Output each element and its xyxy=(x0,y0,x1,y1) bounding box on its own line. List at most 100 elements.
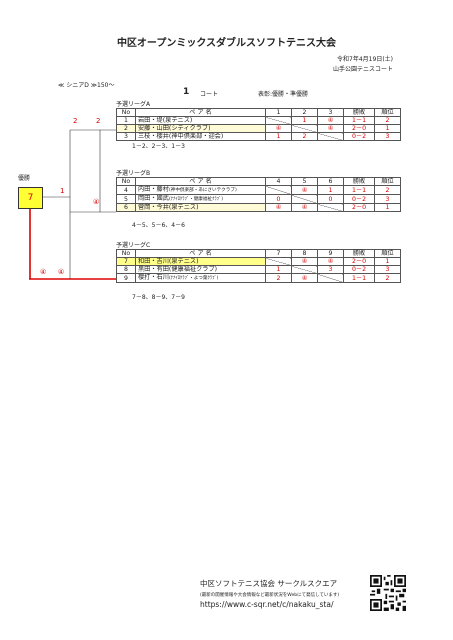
league-c-match-order: 7－8、8－9、7－9 xyxy=(132,294,185,301)
header-col: 5 xyxy=(291,177,318,186)
header-wl: 勝敗 xyxy=(343,177,375,186)
row-no: 6 xyxy=(116,203,136,212)
pair-name: 菅岡・今井(泉テニス) xyxy=(135,203,266,212)
header-rank: 順位 xyxy=(374,108,401,117)
table-row: 1 岩田・堤(泉テニス) 1 ④ 1－1 2 xyxy=(116,116,401,125)
rank: 2 xyxy=(374,185,401,195)
win-loss: 0－2 xyxy=(343,132,375,141)
pair-name: 安藤・山田(シティクラブ) xyxy=(135,124,266,133)
row-no: 9 xyxy=(116,273,136,283)
row-no: 5 xyxy=(116,194,136,204)
pair-name-main: 櫻打・石川 xyxy=(138,274,169,281)
header-col: 3 xyxy=(317,108,344,117)
footer-url[interactable]: https://www.c-sqr.net/c/nakaku_sta/ xyxy=(200,600,334,609)
pair-club: (ﾅﾅｲﾛｸﾗﾌﾞ・よつ葉ｸﾗﾌﾞ) xyxy=(168,276,219,281)
qr-code-icon[interactable] xyxy=(370,575,406,611)
result-cell xyxy=(265,257,292,266)
table-row: 8 黒田・有田(健康福祉クラブ) 1 3 0－2 3 xyxy=(116,265,401,274)
result-cell: ④ xyxy=(291,185,318,195)
league-a-title: 予選リーグA xyxy=(116,101,151,108)
rank: 1 xyxy=(374,203,401,212)
result-cell: 2 xyxy=(291,132,318,141)
win-loss: 1－1 xyxy=(343,273,375,283)
winner-box: 7 xyxy=(18,187,43,209)
pair-name: 黒田・有田(健康福祉クラブ) xyxy=(135,265,266,274)
result-cell: 0 xyxy=(317,194,344,204)
win-loss: 2－0 xyxy=(343,203,375,212)
result-cell: 2 xyxy=(265,273,292,283)
pair-name: 三枝・櫻井(神中倶楽部・迎会) xyxy=(135,132,266,141)
header-col: 4 xyxy=(265,177,292,186)
bracket-b-right: ④ xyxy=(93,198,100,206)
header-pair: ペ ア 名 xyxy=(135,249,266,258)
league-header-row: No ペ ア 名 7 8 9 勝敗 順位 xyxy=(116,249,401,258)
pair-name: 岩田・堤(泉テニス) xyxy=(135,116,266,125)
table-row: 6 菅岡・今井(泉テニス) ④ ④ 2－0 1 xyxy=(116,203,401,212)
header-col: 1 xyxy=(265,108,292,117)
win-loss: 0－2 xyxy=(343,265,375,274)
result-cell xyxy=(317,273,344,283)
table-row: 4 内田・藤村(神中倶楽部・あにさいテクラブ) ④ 1 1－1 2 xyxy=(116,185,401,195)
winner-label: 優勝 xyxy=(18,175,31,182)
result-cell: ④ xyxy=(291,203,318,212)
event-date: 令和7年4月19日(土) xyxy=(337,56,393,63)
header-no: No xyxy=(116,249,136,258)
rank: 2 xyxy=(374,273,401,283)
result-cell xyxy=(317,132,344,141)
rank: 1 xyxy=(374,124,401,133)
footer-organization: 中区ソフトテニス協会 サークルスクエア xyxy=(200,579,338,588)
pair-club: (神中倶楽部・あにさいテクラブ) xyxy=(168,188,237,193)
bracket-c-left: ④ xyxy=(40,268,47,276)
header-col: 8 xyxy=(291,249,318,258)
result-cell xyxy=(291,194,318,204)
table-row: 3 三枝・櫻井(神中倶楽部・迎会) 1 2 0－2 3 xyxy=(116,132,401,141)
result-cell xyxy=(265,185,292,195)
win-loss: 0－2 xyxy=(343,194,375,204)
table-row: 9 櫻打・石川(ﾅﾅｲﾛｸﾗﾌﾞ・よつ葉ｸﾗﾌﾞ) 2 ④ 1－1 2 xyxy=(116,273,401,283)
table-row: 2 安藤・山田(シティクラブ) ④ ④ 2－0 1 xyxy=(116,124,401,133)
award-legend: 表彰:優勝・準優勝 xyxy=(258,91,309,98)
win-loss: 1－1 xyxy=(343,116,375,125)
row-no: 2 xyxy=(116,124,136,133)
header-col: 2 xyxy=(291,108,318,117)
pair-name: 岡田・國武(ﾅﾅｲﾛｸﾗﾌﾞ・健康福祉ｸﾗﾌﾞ) xyxy=(135,194,266,204)
rank: 3 xyxy=(374,194,401,204)
court-number: 1 xyxy=(183,87,190,97)
rank: 3 xyxy=(374,265,401,274)
league-b-match-order: 4－5、5－6、4－6 xyxy=(132,222,185,229)
header-col: 6 xyxy=(317,177,344,186)
header-col: 9 xyxy=(317,249,344,258)
footer-note: (最新の開催情報や大会情報など最新状況をWebにて発信しています) xyxy=(200,593,340,598)
result-cell: 1 xyxy=(291,116,318,125)
bracket-c-right: ④ xyxy=(58,268,65,276)
header-wl: 勝敗 xyxy=(343,249,375,258)
row-no: 7 xyxy=(116,257,136,266)
tournament-title: 中区オープンミックスダブルスソフトテニス大会 xyxy=(116,38,337,49)
result-cell xyxy=(317,203,344,212)
league-header-row: No ペ ア 名 1 2 3 勝敗 順位 xyxy=(116,108,401,117)
bracket-b-left: 1 xyxy=(60,187,65,195)
header-no: No xyxy=(116,108,136,117)
table-row: 5 岡田・國武(ﾅﾅｲﾛｸﾗﾌﾞ・健康福祉ｸﾗﾌﾞ) 0 0 0－2 3 xyxy=(116,194,401,204)
win-loss: 2－0 xyxy=(343,257,375,266)
pair-name-main: 内田・藤村 xyxy=(138,186,169,193)
division-label: ≪ シニアD ≫150～ xyxy=(58,82,115,89)
league-b-table: No ペ ア 名 4 5 6 勝敗 順位 4 内田・藤村(神中倶楽部・あにさいテ… xyxy=(116,177,401,212)
header-pair: ペ ア 名 xyxy=(135,177,266,186)
court-label: コート xyxy=(200,91,219,98)
result-cell: 0 xyxy=(265,194,292,204)
league-a-match-order: 1－2、2－3、1－3 xyxy=(132,143,185,150)
result-cell xyxy=(291,124,318,133)
header-rank: 順位 xyxy=(374,177,401,186)
result-cell: ④ xyxy=(265,203,292,212)
pair-club: (ﾅﾅｲﾛｸﾗﾌﾞ・健康福祉ｸﾗﾌﾞ) xyxy=(168,197,224,202)
header-rank: 順位 xyxy=(374,249,401,258)
pair-name: 内田・藤村(神中倶楽部・あにさいテクラブ) xyxy=(135,185,266,195)
result-cell: ④ xyxy=(317,116,344,125)
result-cell: ④ xyxy=(291,273,318,283)
result-cell: ④ xyxy=(317,257,344,266)
bracket-a-right: 2 xyxy=(96,117,101,125)
header-wl: 勝敗 xyxy=(343,108,375,117)
row-no: 1 xyxy=(116,116,136,125)
result-cell: ④ xyxy=(317,124,344,133)
